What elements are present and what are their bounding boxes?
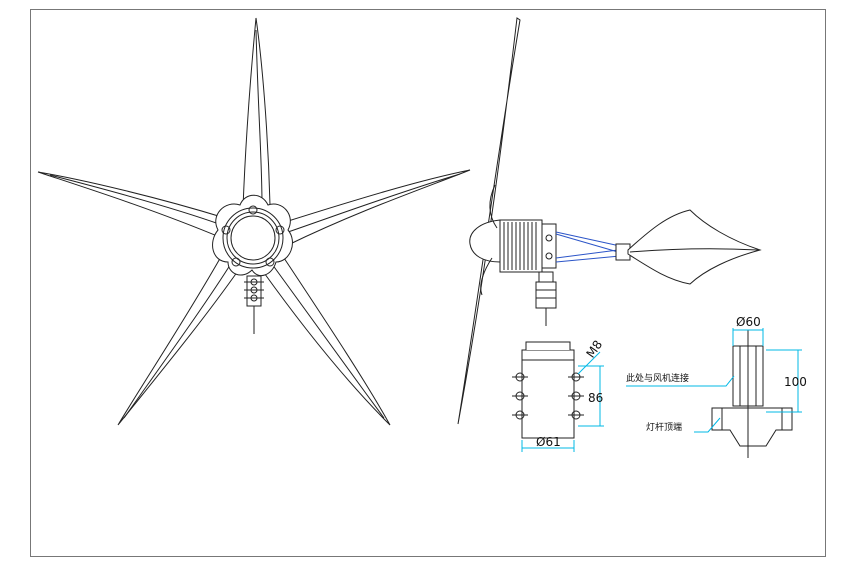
label-86: 86	[588, 391, 603, 405]
generator-body	[499, 219, 557, 273]
blade-top	[242, 17, 271, 209]
label-dia61: Ø61	[536, 435, 561, 449]
note-pole-top: 灯杆顶端	[646, 421, 682, 433]
bracket-detail	[512, 341, 604, 452]
pole-adaptor-detail	[626, 328, 802, 458]
drawing-frame	[30, 9, 826, 557]
label-dia60: Ø60	[736, 315, 761, 329]
side-view-turbine	[457, 17, 762, 425]
side-blade	[457, 17, 521, 425]
hub	[212, 194, 293, 277]
front-mount-connector	[244, 275, 264, 334]
nose-cone	[469, 219, 501, 263]
tail-vane	[627, 209, 762, 285]
label-m8: M8	[583, 338, 605, 361]
label-100: 100	[784, 375, 807, 389]
front-view-rotor	[37, 17, 471, 426]
bracket-bolts	[512, 372, 584, 420]
side-mount	[535, 271, 557, 326]
blade-left	[37, 171, 226, 239]
blade-right	[284, 169, 471, 246]
tail-boom	[555, 231, 621, 263]
note-fan-connection: 此处与风机连接	[626, 372, 689, 384]
